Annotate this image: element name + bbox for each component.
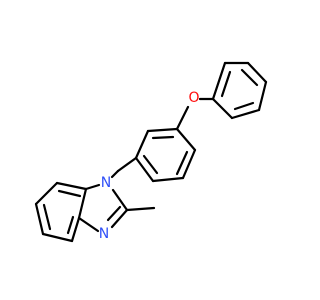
bond-ph-3	[257, 80, 268, 112]
bond-bz-1	[175, 127, 197, 152]
bond-c2-n3b	[106, 205, 122, 222]
bond-ph-2b	[240, 68, 259, 87]
bond-ph-4	[230, 108, 261, 120]
bond-bo-1b	[57, 189, 82, 198]
bond-bz-6b	[151, 135, 175, 140]
bond-bz-2b	[175, 150, 189, 176]
bond-c3a-c7a	[77, 187, 88, 220]
bond-bo-4	[41, 232, 74, 243]
bond-c2-methyl	[125, 206, 156, 212]
bond-ph-5	[211, 97, 234, 120]
bond-c7a-n1	[84, 183, 101, 191]
bond-ph-2	[246, 61, 268, 84]
bond-o-bz	[175, 105, 190, 131]
atom-oxygen: O	[188, 90, 199, 106]
bond-bz-2	[181, 148, 197, 180]
bond-ph-4b	[233, 101, 255, 111]
atom-n1: N	[101, 175, 111, 191]
bond-ch2-n1	[110, 169, 120, 179]
bond-bz-4	[134, 156, 155, 183]
bond-bo-2	[34, 181, 59, 206]
bond-n1-c2	[111, 188, 129, 212]
bond-bo-3	[34, 202, 45, 236]
bond-n3-c3a	[77, 216, 100, 233]
atom-labels: O N N	[99, 90, 200, 242]
bond-bz-6	[146, 127, 179, 133]
bond-bo-1	[55, 181, 88, 191]
bond-bo-5b	[66, 215, 75, 235]
bond-bz-ch2	[116, 156, 138, 173]
atom-n3: N	[99, 226, 109, 242]
molecule-diagram: O N N	[34, 61, 268, 243]
bond-bz-3	[151, 176, 185, 183]
bond-bz-5	[134, 129, 150, 160]
bond-ph-6	[211, 61, 227, 101]
bond-bz-4b	[142, 154, 159, 175]
bonds	[34, 61, 268, 243]
bond-ph-6b	[220, 70, 232, 98]
bond-c2-n3	[110, 208, 129, 229]
bond-bo-3b	[42, 203, 52, 231]
molecule-structure: O N N	[34, 61, 268, 243]
bond-bo-5	[70, 216, 81, 243]
